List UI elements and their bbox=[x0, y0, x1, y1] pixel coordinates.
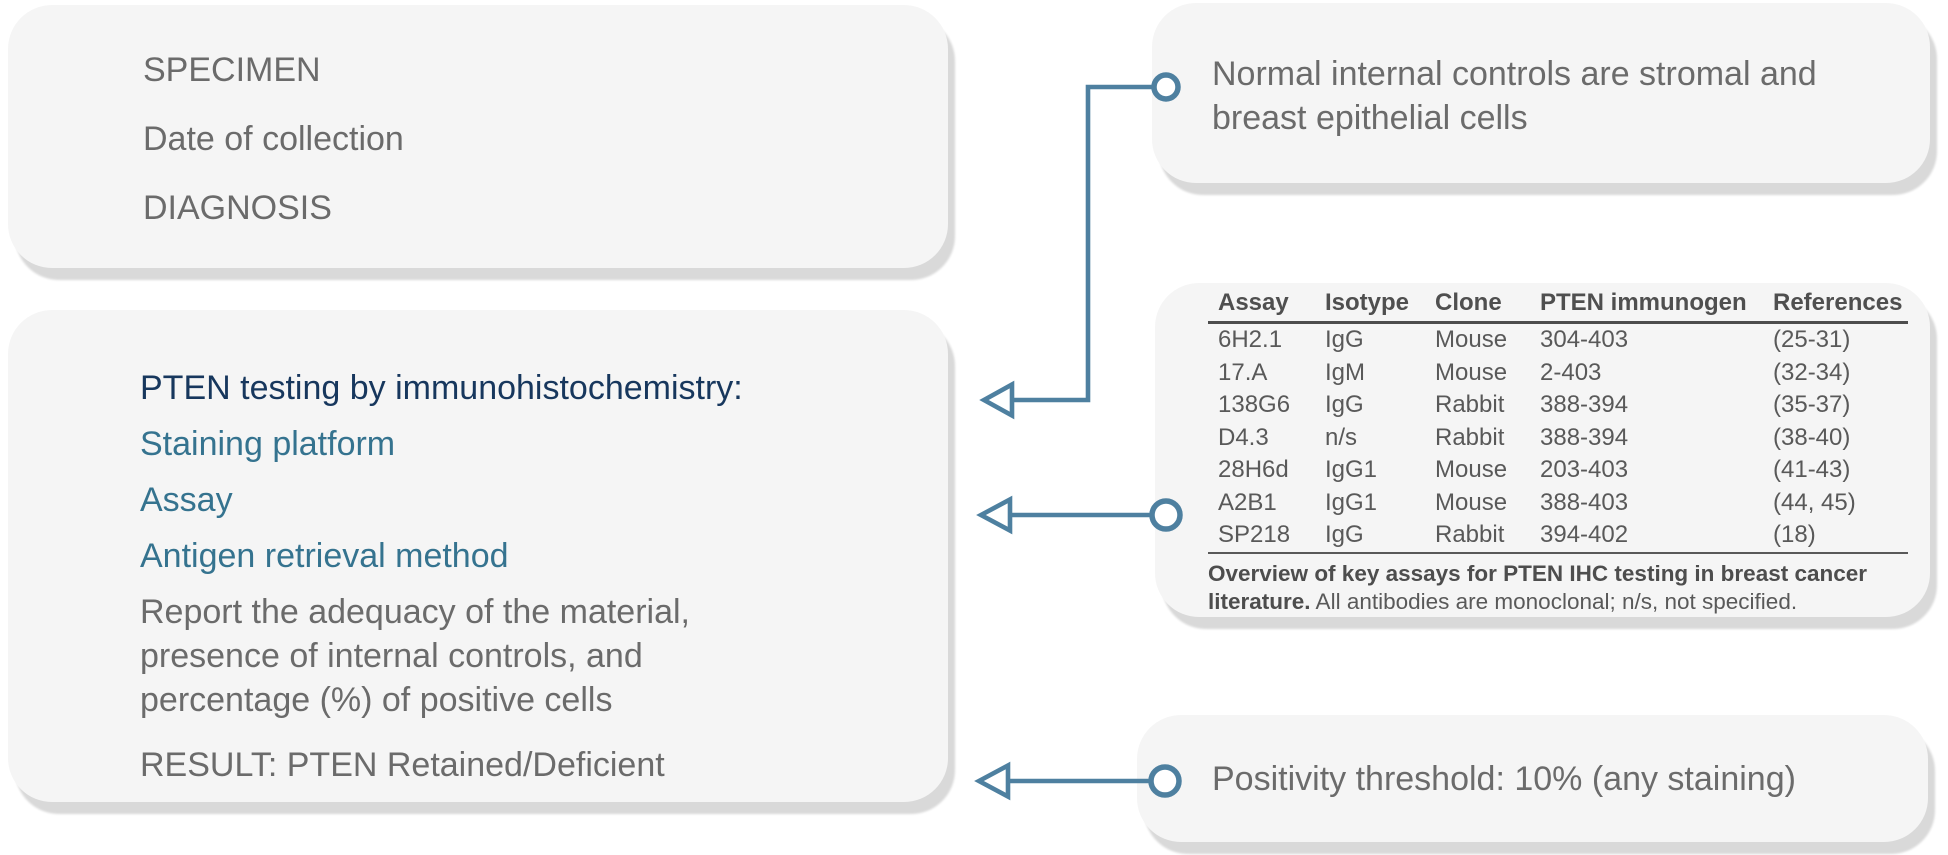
connector-table-to-assay bbox=[976, 495, 1183, 535]
internal-controls-note-box: Normal internal controls are stromal and… bbox=[1152, 3, 1930, 183]
table-caption-bold: Overview of key assays for PTEN IHC test… bbox=[1208, 560, 1868, 614]
cell-isotype: IgM bbox=[1325, 358, 1366, 386]
col-header-assay: Assay bbox=[1208, 291, 1315, 324]
cell-assay: D4.3 bbox=[1218, 423, 1269, 451]
assay-table-box: Assay Isotype Clone PTEN immunogen Refer… bbox=[1155, 283, 1930, 617]
table-row: 138G6 IgG Rabbit 388-394 (35-37) bbox=[1208, 389, 1908, 422]
table-caption: Overview of key assays for PTEN IHC test… bbox=[1208, 560, 1908, 616]
cell-assay: 28H6d bbox=[1218, 456, 1289, 483]
adequacy-line: Report the adequacy of the material, bbox=[140, 593, 690, 631]
table-row: 6H2.1 IgG Mouse 304-403 (25-31) bbox=[1208, 323, 1908, 357]
result-line: RESULT: PTEN Retained/Deficient bbox=[140, 746, 665, 784]
cell-references: (35-37) bbox=[1773, 391, 1851, 418]
table-row: A2B1 IgG1 Mouse 388-403 (44, 45) bbox=[1208, 487, 1908, 520]
positivity-threshold-text: Positivity threshold: 10% (any staining) bbox=[1212, 760, 1796, 798]
specimen-report-box: SPECIMEN Date of collection DIAGNOSIS bbox=[8, 5, 948, 268]
cell-references: (18) bbox=[1763, 519, 1908, 554]
cell-references: (32-34) bbox=[1773, 358, 1851, 386]
cell-isotype: IgG1 bbox=[1325, 456, 1378, 483]
cell-isotype: IgG1 bbox=[1325, 488, 1378, 516]
diagnosis-label: DIAGNOSIS bbox=[143, 189, 332, 227]
cell-clone: Mouse bbox=[1435, 326, 1508, 353]
cell-clone: Rabbit bbox=[1425, 519, 1530, 554]
arrowhead-left-icon bbox=[974, 761, 1011, 801]
cell-assay: 138G6 bbox=[1218, 391, 1291, 418]
cell-clone: Mouse bbox=[1435, 358, 1508, 386]
pten-ihc-report-box: PTEN testing by immunohistochemistry: St… bbox=[8, 310, 948, 802]
table-row: 17.A IgM Mouse 2-403 (32-34) bbox=[1208, 357, 1908, 390]
cell-assay: 6H2.1 bbox=[1218, 326, 1283, 353]
assay-item: Assay bbox=[140, 481, 233, 519]
cell-immunogen: 388-394 bbox=[1540, 391, 1629, 418]
cell-immunogen: 203-403 bbox=[1540, 456, 1629, 483]
cell-immunogen: 304-403 bbox=[1540, 326, 1629, 353]
antigen-retrieval-item: Antigen retrieval method bbox=[140, 537, 509, 575]
arrowhead-left-icon bbox=[979, 380, 1015, 420]
cell-clone: Rabbit bbox=[1435, 423, 1505, 451]
cell-clone: Rabbit bbox=[1435, 391, 1505, 418]
assay-table: Assay Isotype Clone PTEN immunogen Refer… bbox=[1208, 291, 1908, 554]
cell-clone: Mouse bbox=[1435, 456, 1508, 483]
col-header-clone: Clone bbox=[1425, 291, 1530, 324]
adequacy-line: presence of internal controls, and bbox=[140, 637, 643, 675]
staining-platform-item: Staining platform bbox=[140, 425, 396, 463]
cell-references: (38-40) bbox=[1773, 423, 1851, 451]
cell-clone: Mouse bbox=[1435, 488, 1508, 516]
cell-references: (25-31) bbox=[1773, 326, 1851, 353]
cell-assay: 17.A bbox=[1218, 358, 1268, 386]
cell-immunogen: 388-394 bbox=[1540, 423, 1629, 451]
cell-isotype: IgG bbox=[1315, 519, 1425, 554]
cell-immunogen: 394-402 bbox=[1530, 519, 1763, 554]
table-header-row: Assay Isotype Clone PTEN immunogen Refer… bbox=[1208, 291, 1908, 324]
specimen-label: SPECIMEN bbox=[143, 51, 321, 89]
cell-isotype: n/s bbox=[1325, 423, 1358, 451]
positivity-threshold-box: Positivity threshold: 10% (any staining) bbox=[1137, 715, 1928, 842]
table-row: SP218 IgG Rabbit 394-402 (18) bbox=[1208, 519, 1908, 554]
adequacy-paragraph: Report the adequacy of the material, pre… bbox=[140, 590, 918, 722]
table-row: 28H6d IgG1 Mouse 203-403 (41-43) bbox=[1208, 454, 1908, 487]
cell-isotype: IgG bbox=[1325, 391, 1364, 418]
adequacy-line: percentage (%) of positive cells bbox=[140, 681, 613, 719]
internal-controls-note-text: Normal internal controls are stromal and… bbox=[1212, 55, 1817, 137]
cell-assay: SP218 bbox=[1208, 519, 1315, 554]
arrowhead-left-icon bbox=[976, 495, 1013, 535]
connector-line bbox=[1008, 84, 1153, 403]
col-header-references: References bbox=[1763, 291, 1908, 324]
date-of-collection-label: Date of collection bbox=[143, 120, 404, 158]
col-header-immunogen: PTEN immunogen bbox=[1530, 291, 1763, 324]
cell-immunogen: 388-403 bbox=[1540, 488, 1629, 516]
cell-immunogen: 2-403 bbox=[1540, 358, 1602, 386]
table-caption-rest: All antibodies are monoclonal; n/s, not … bbox=[1310, 588, 1798, 614]
cell-assay: A2B1 bbox=[1218, 488, 1277, 516]
col-header-isotype: Isotype bbox=[1315, 291, 1425, 324]
cell-references: (41-43) bbox=[1773, 456, 1851, 483]
connector-controls-to-pten bbox=[979, 72, 1181, 420]
pten-testing-heading: PTEN testing by immunohistochemistry: bbox=[140, 369, 743, 407]
table-row: D4.3 n/s Rabbit 388-394 (38-40) bbox=[1208, 422, 1908, 455]
cell-isotype: IgG bbox=[1325, 326, 1364, 353]
cell-references: (44, 45) bbox=[1773, 488, 1856, 516]
